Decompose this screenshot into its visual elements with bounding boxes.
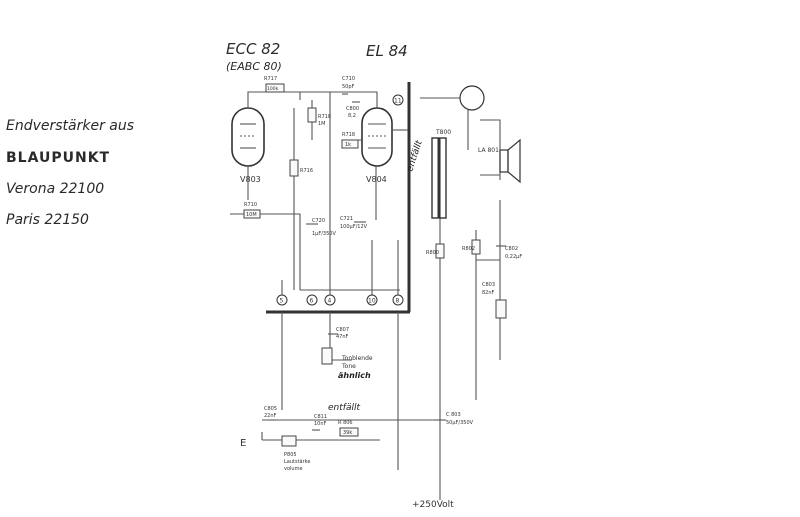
c710-value: 50pF bbox=[342, 84, 355, 90]
tone-label-en: Tone bbox=[341, 363, 356, 370]
side-note-model-verona: Verona 22100 bbox=[6, 181, 105, 197]
r806-label: R 806 bbox=[338, 420, 353, 426]
c805-value: 22nF bbox=[264, 413, 277, 419]
r710-label: R710 bbox=[244, 202, 257, 208]
r710-value: 10M bbox=[246, 212, 257, 218]
resistor-r718b bbox=[341, 139, 359, 149]
terminal-4 bbox=[324, 294, 336, 306]
resistor-r710 bbox=[243, 209, 261, 219]
c710-label: C710 bbox=[342, 76, 355, 82]
r717-label: R717 bbox=[264, 76, 277, 82]
annotation-entfallt-horizontal: entfällt bbox=[328, 403, 360, 413]
c720-label: C720 bbox=[312, 218, 325, 224]
c803-value: 82nF bbox=[482, 290, 495, 296]
c721-label: C721 bbox=[340, 216, 353, 222]
r802-label: R802 bbox=[462, 246, 475, 252]
terminals: 5 6 4 10 8 11 bbox=[276, 94, 404, 306]
resistor-r806 bbox=[339, 427, 359, 437]
input-e-label: E bbox=[240, 438, 246, 449]
terminal-5 bbox=[276, 294, 288, 306]
resistor-r716 bbox=[289, 159, 299, 177]
terminal-10 bbox=[366, 294, 378, 306]
indicator-lamp-icon bbox=[459, 85, 485, 111]
r806-value: 39k bbox=[343, 430, 352, 436]
r718b-label: R718 bbox=[342, 132, 355, 138]
r718b-value: 1k bbox=[345, 142, 351, 148]
c803b-label: C 803 bbox=[446, 412, 461, 418]
tube-v804: V804 bbox=[361, 107, 393, 184]
c805-label: C805 bbox=[264, 406, 277, 412]
tube-el84-label: EL 84 bbox=[366, 42, 408, 60]
supply-voltage-label: +250Volt bbox=[412, 500, 454, 510]
component-c803 bbox=[495, 299, 507, 319]
terminal-6 bbox=[306, 294, 318, 306]
c811-value: 10nF bbox=[314, 421, 327, 427]
side-note-model-paris: Paris 22150 bbox=[6, 212, 89, 228]
speaker-la801 bbox=[499, 149, 509, 173]
tone-label-de: Tonblende bbox=[341, 355, 373, 362]
resistor-r718 bbox=[307, 107, 317, 123]
c802-value: 0,22µF bbox=[505, 254, 522, 260]
c803b-value: 50µF/350V bbox=[446, 420, 474, 426]
tube-v803-label: V803 bbox=[240, 175, 261, 184]
side-note-brand: BLAUPUNKT bbox=[6, 150, 111, 166]
side-note-title: Endverstärker aus bbox=[6, 118, 135, 134]
c807-label: C807 bbox=[336, 327, 349, 333]
terminal-6-label: 6 bbox=[310, 298, 314, 305]
c721-value: 100µF/12V bbox=[340, 224, 368, 230]
c803-label: C803 bbox=[482, 282, 495, 288]
r717-value: 100k bbox=[267, 86, 279, 92]
p805-label: P805 bbox=[284, 452, 297, 458]
r718-value: 1M bbox=[318, 121, 326, 127]
c802-label: C802 bbox=[505, 246, 518, 252]
resistor-r800 bbox=[435, 243, 445, 259]
c800-label: C800 bbox=[346, 106, 359, 112]
tone-potentiometer bbox=[321, 347, 333, 365]
lautstarke-label: Lautstärke bbox=[284, 459, 310, 465]
terminal-8 bbox=[392, 294, 404, 306]
c800-value: 8,2 bbox=[348, 113, 356, 119]
resistor-r802 bbox=[471, 239, 481, 255]
resistor-r717 bbox=[265, 83, 285, 93]
r716-label: R716 bbox=[300, 168, 313, 174]
c807-value: 47nF bbox=[336, 334, 349, 340]
c720-value: 1µF/350V bbox=[312, 231, 336, 237]
annotation-ahnlich: ähnlich bbox=[338, 371, 371, 380]
terminal-11 bbox=[392, 94, 404, 106]
components: R717 100k C710 50pF R718 1M R716 C800 8,… bbox=[240, 76, 522, 510]
tube-ecc82-label: ECC 82 bbox=[226, 40, 281, 58]
la801-label: LA 801 bbox=[478, 147, 499, 154]
volume-potentiometer bbox=[281, 435, 297, 447]
t800-label: T800 bbox=[435, 129, 451, 136]
terminal-5-label: 5 bbox=[280, 298, 284, 305]
schematic-wires bbox=[230, 91, 501, 500]
terminal-8-label: 8 bbox=[396, 298, 400, 305]
terminal-11-label: 11 bbox=[394, 98, 402, 105]
tube-ecc82-alt-label: (EABC 80) bbox=[226, 60, 282, 73]
speaker-cone-icon bbox=[507, 138, 521, 184]
c811-label: C811 bbox=[314, 414, 327, 420]
r718-label: R718 bbox=[318, 114, 331, 120]
volume-label: volume bbox=[284, 466, 303, 472]
terminal-10-label: 10 bbox=[368, 298, 376, 305]
r800-label: R800 bbox=[426, 250, 439, 256]
terminal-4-label: 4 bbox=[328, 298, 332, 305]
